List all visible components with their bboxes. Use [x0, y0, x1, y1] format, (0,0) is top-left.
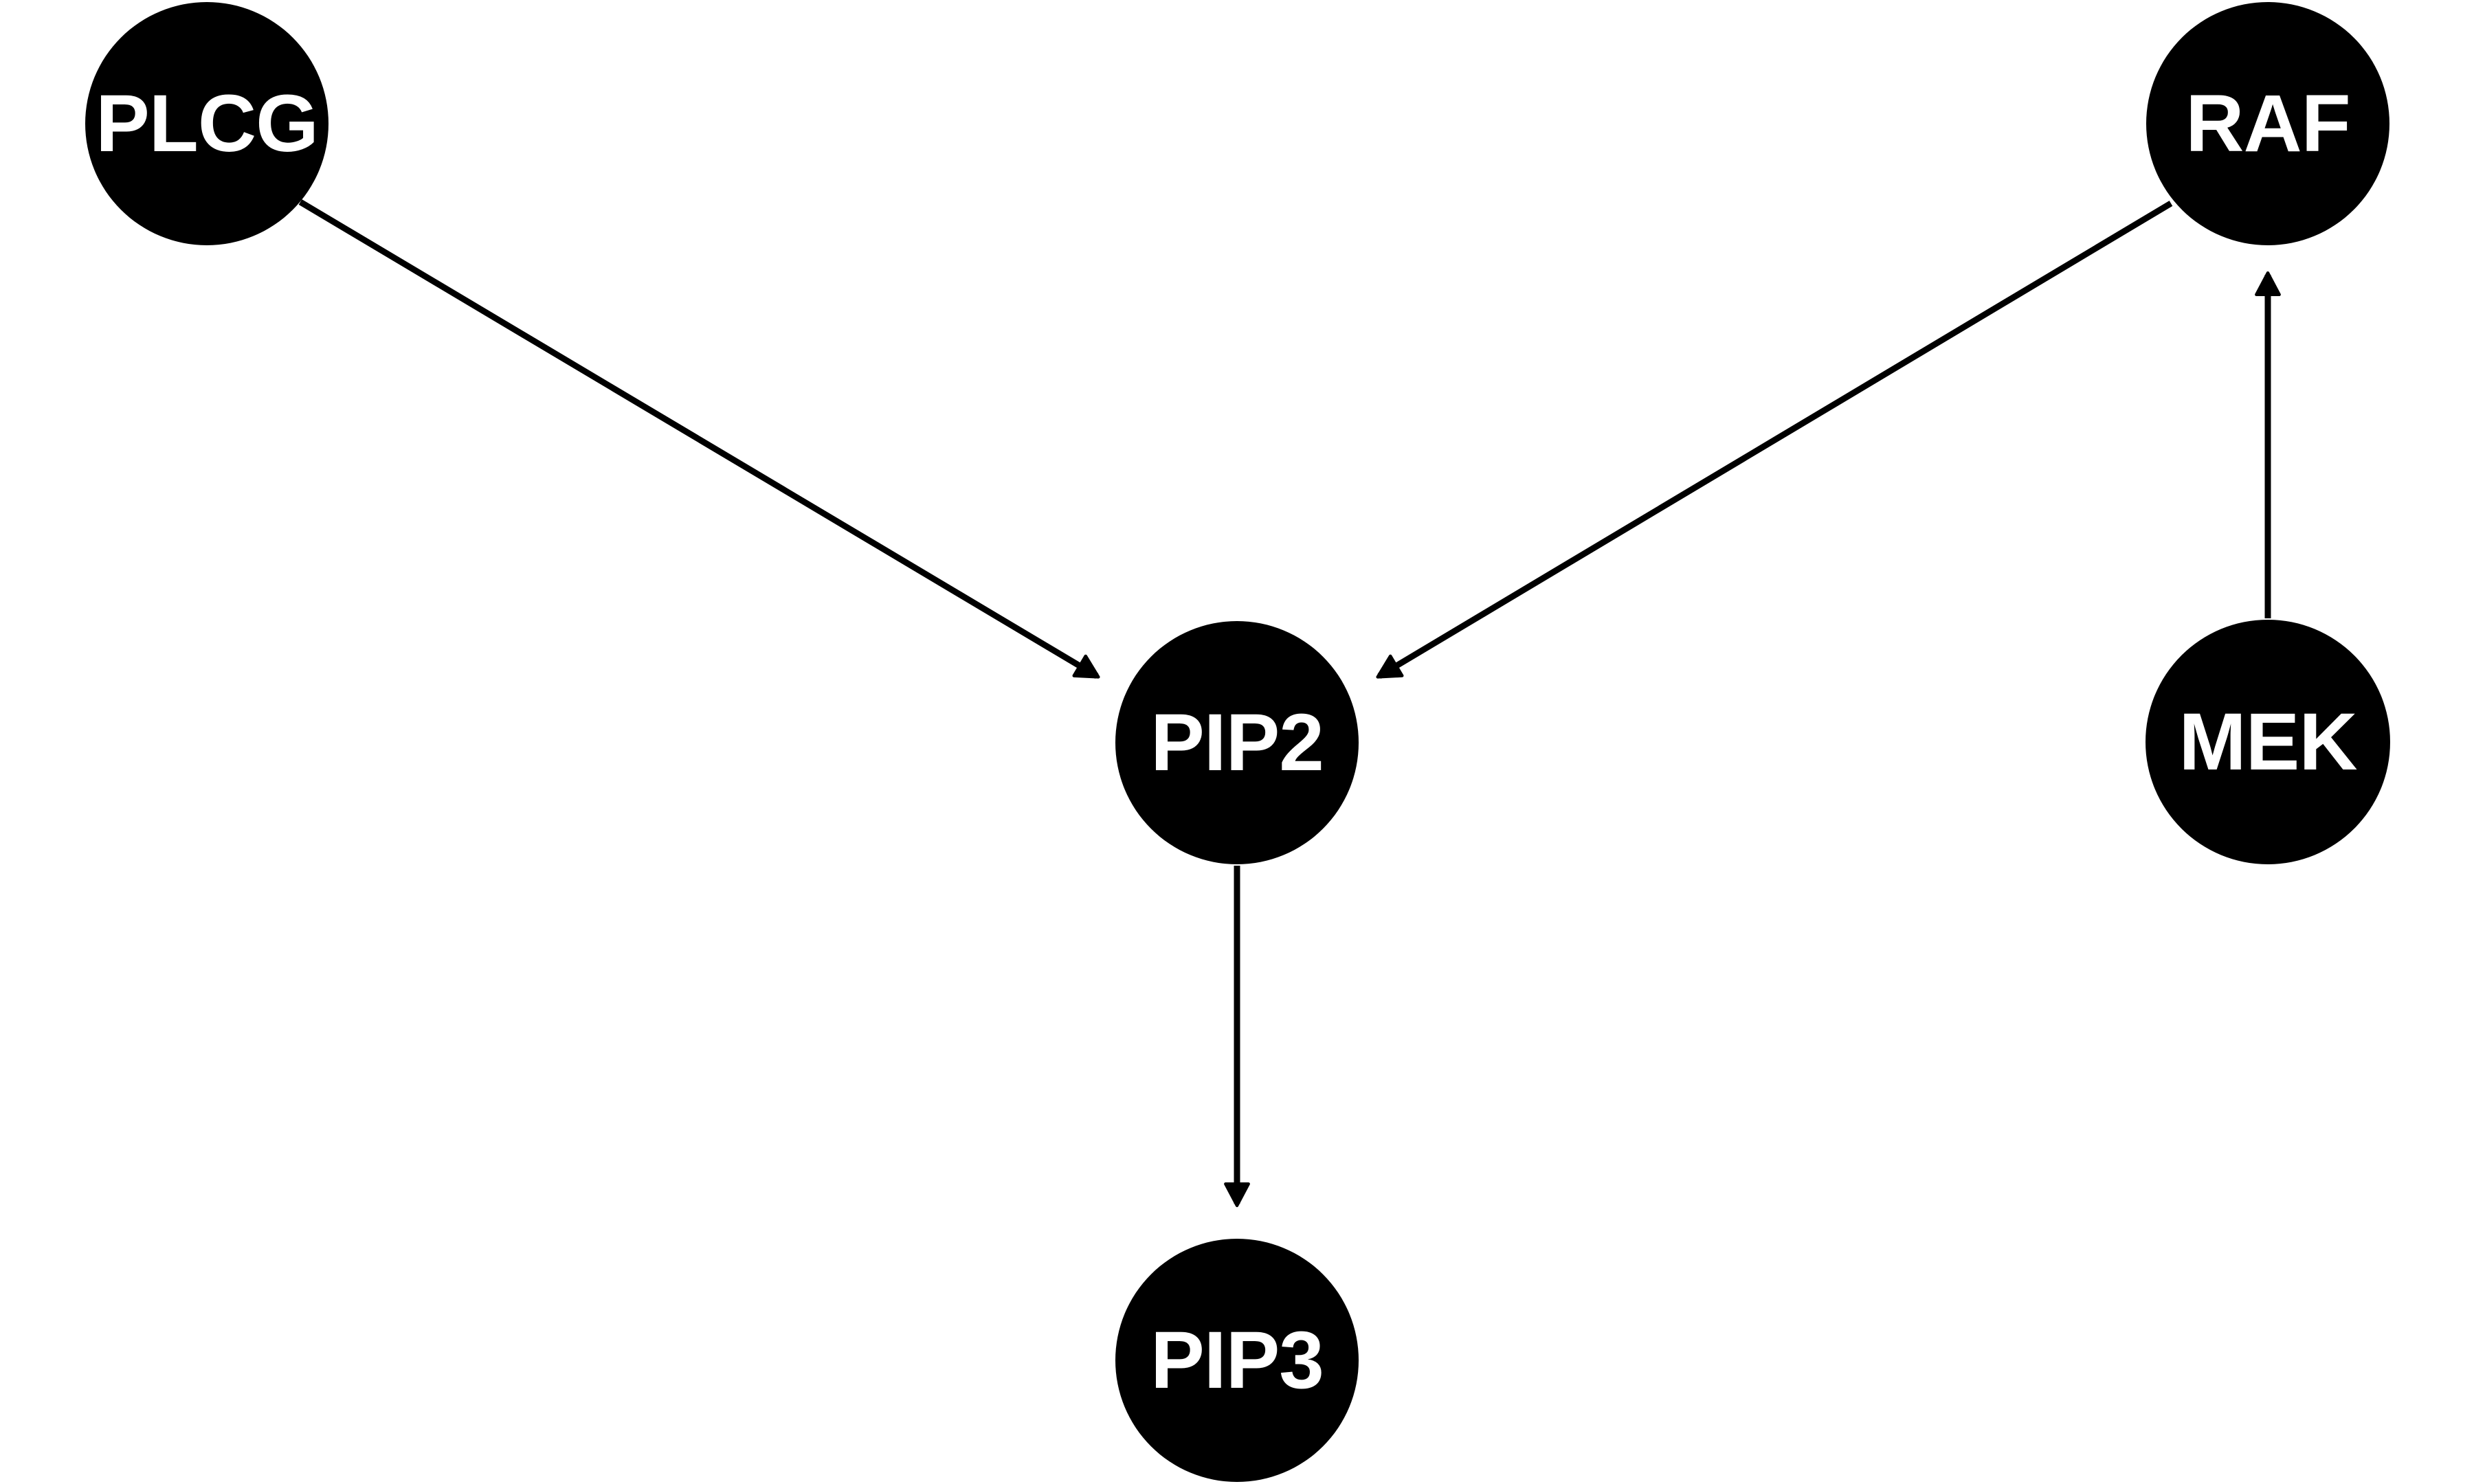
node-pip2[interactable]: PIP2 — [1115, 621, 1359, 864]
node-plcg[interactable]: PLCG — [85, 2, 328, 245]
node-label-mek: MEK — [2178, 697, 2357, 787]
node-mek[interactable]: MEK — [2146, 620, 2390, 864]
node-circle-pip2[interactable] — [1115, 621, 1359, 864]
edge-plcg-pip2 — [298, 199, 1100, 679]
node-label-pip3: PIP3 — [1150, 1315, 1324, 1406]
node-label-raf: RAF — [2185, 78, 2350, 169]
node-circle-plcg[interactable] — [85, 2, 328, 245]
edge-raf-pip2 — [1376, 201, 2173, 679]
node-label-pip2: PIP2 — [1150, 697, 1324, 788]
node-circle-mek[interactable] — [2146, 620, 2390, 864]
node-pip3[interactable]: PIP3 — [1115, 1239, 1359, 1482]
nodes-layer: PLCG RAF PIP2 MEK PIP3 — [85, 2, 2390, 1482]
node-circle-pip3[interactable] — [1115, 1239, 1359, 1482]
node-label-plcg: PLCG — [96, 78, 318, 169]
node-circle-raf[interactable] — [2146, 2, 2389, 245]
node-raf[interactable]: RAF — [2146, 2, 2389, 245]
edges-layer — [298, 199, 2281, 1207]
